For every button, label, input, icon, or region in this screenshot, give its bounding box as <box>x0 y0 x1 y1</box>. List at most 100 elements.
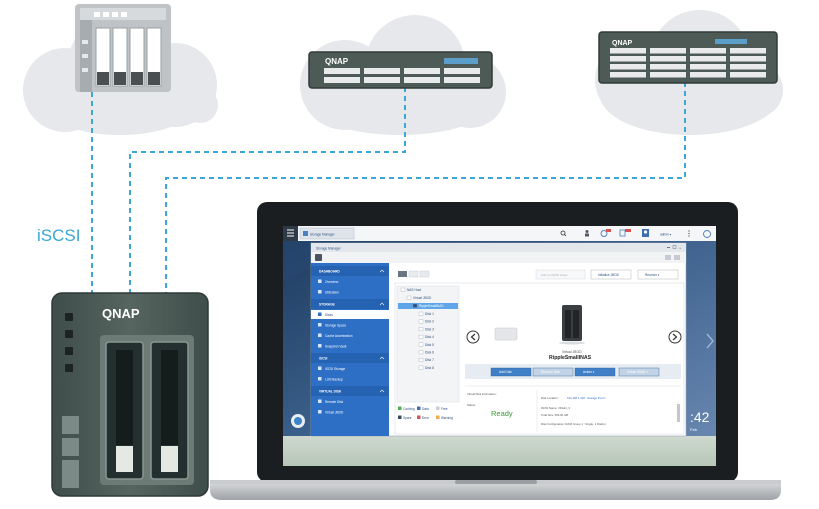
rack-middle-logo: QNAP <box>325 57 349 66</box>
action-button[interactable]: Virtual JBOD ▾ <box>618 367 660 377</box>
desktop-nas-logo: QNAP <box>102 306 140 321</box>
tree-item[interactable]: Disk 5 <box>418 342 434 347</box>
tree-item[interactable]: Disk 2 <box>418 319 434 324</box>
toolbar-button-label: Recover ▾ <box>645 273 660 277</box>
sidebar-item[interactable]: Storage Space <box>318 323 346 328</box>
tree-item-label: Disk 4 <box>425 335 434 339</box>
tree-item-label: Disk 1 <box>425 312 434 316</box>
legend-item: Spare <box>398 415 412 420</box>
help-icon[interactable] <box>674 255 680 260</box>
refresh-icon[interactable] <box>665 255 671 260</box>
desktop-next-arrow[interactable] <box>706 333 714 349</box>
iscsi-name: iSCSI Name: VDisk1_3 <box>541 406 570 410</box>
action-button[interactable]: Remove Disk <box>532 367 574 377</box>
rack-bay <box>730 56 766 62</box>
nav-prev-button[interactable] <box>466 330 480 344</box>
sidebar-item-icon <box>318 344 322 348</box>
sidebar-item[interactable]: Remote Disk <box>318 399 344 405</box>
tree-item[interactable]: NAS Host <box>400 287 421 292</box>
nav-next-button[interactable] <box>668 330 682 344</box>
action-button[interactable]: Add Disk <box>490 367 532 377</box>
tree-item[interactable]: Disk 6 <box>418 350 434 355</box>
sidebar-section[interactable]: STORAGE <box>311 299 389 309</box>
user-avatar-icon[interactable] <box>642 229 649 237</box>
qnap-logo-icon[interactable] <box>291 414 305 428</box>
legend-swatch <box>398 406 402 410</box>
tree-item-label: Disk 7 <box>425 358 434 362</box>
legend-item: Caching <box>398 406 415 411</box>
sidebar-item[interactable]: Virtual JBOD <box>318 410 344 415</box>
tree-node-icon <box>406 295 412 300</box>
tower-nas <box>75 4 171 92</box>
tree-item-label: Disk 3 <box>425 327 434 331</box>
sidebar-section-label: iSCSI <box>319 357 327 361</box>
sidebar-item[interactable]: Utilization <box>318 290 339 295</box>
notification-icon[interactable] <box>600 229 611 237</box>
legend-label: Spare <box>403 416 412 420</box>
sidebar-item-label: Utilization <box>325 291 339 295</box>
sidebar-section[interactable]: iSCSI <box>311 353 389 363</box>
sidebar-item[interactable]: Overview <box>318 279 339 285</box>
rack-bay <box>730 48 766 54</box>
tree-node-icon <box>418 350 424 355</box>
tree-item[interactable]: Disk 1 <box>418 311 434 316</box>
taskbar-user[interactable]: admin ▾ <box>660 233 672 237</box>
rack-bay <box>690 64 726 70</box>
toolbar-button[interactable]: Initialize JBOD <box>590 269 632 280</box>
tree-item-label: Virtual JBOD <box>413 296 432 300</box>
rack-bay <box>650 72 686 78</box>
tree-node-icon <box>412 303 418 308</box>
action-button-label: Add Disk <box>499 370 512 374</box>
legend-swatch <box>398 415 402 419</box>
device-name: RippleSmallINAS <box>549 355 592 361</box>
disk-location-link[interactable]: 192.168.1.100 : Storage Pool 1 <box>567 396 606 400</box>
action-button[interactable]: Action ▾ <box>574 367 616 377</box>
sidebar-item[interactable]: iSCSI Storage <box>318 366 345 372</box>
sidebar-section[interactable]: VIRTUAL DISK <box>311 386 389 396</box>
tree-node-icon <box>418 334 424 339</box>
tree-item[interactable]: RippleSmallINAS <box>398 303 458 309</box>
sidebar-item[interactable]: Disks <box>311 310 389 319</box>
sidebar-item-label: Snapshot Vault <box>325 345 346 349</box>
taskbar-tab-storage-manager[interactable]: Storage Manager <box>299 227 355 240</box>
window-controls[interactable]: × <box>667 245 682 251</box>
event-icon[interactable] <box>619 229 631 237</box>
info-scrollbar[interactable] <box>677 404 680 422</box>
protocol-label: iSCSI <box>37 226 80 245</box>
sidebar-section[interactable]: DASHBOARD <box>311 266 389 276</box>
dashboard-icon[interactable] <box>703 230 711 238</box>
action-button-label: Action ▾ <box>583 370 595 374</box>
sidebar-item-label: Remote Disk <box>325 400 344 404</box>
rack-bay <box>324 68 360 74</box>
tree-item[interactable]: Disk 8 <box>418 365 434 370</box>
search-icon[interactable] <box>560 230 567 237</box>
rack-bay <box>650 56 686 62</box>
tree-node-icon <box>418 342 424 347</box>
chevron-up-icon <box>379 389 385 393</box>
rack-bay <box>324 77 360 83</box>
tree-item[interactable]: Disk 3 <box>418 327 434 331</box>
tree-item[interactable]: Disk 4 <box>418 334 434 339</box>
rack-bay <box>690 48 726 54</box>
sidebar-item[interactable]: Cache Acceleration <box>318 333 353 339</box>
hamburger-icon[interactable] <box>287 229 294 237</box>
user-group-icon[interactable] <box>585 230 589 237</box>
rack-bay <box>444 68 480 74</box>
legend-item: Warning <box>436 415 453 420</box>
more-options-icon[interactable] <box>688 230 690 237</box>
sidebar-item-label: Virtual JBOD <box>325 411 344 415</box>
chevron-up-icon <box>379 269 385 273</box>
tree-node-icon <box>418 319 424 324</box>
view-toggle[interactable] <box>398 270 430 278</box>
sidebar-item[interactable]: LUN Backup <box>318 377 343 382</box>
tree-node-icon <box>418 358 424 362</box>
sidebar-section-label: DASHBOARD <box>319 270 340 274</box>
tree-item[interactable]: Disk 7 <box>418 358 434 362</box>
tree-item[interactable]: Virtual JBOD <box>406 295 432 300</box>
add-iscsi-target-button[interactable]: Add an iSCSI target <box>535 269 586 280</box>
legend-label: Free <box>441 407 448 411</box>
toolbar-button[interactable]: Recover ▾ <box>637 269 679 280</box>
legend-label: Error <box>422 416 430 420</box>
sidebar-item[interactable]: Snapshot Vault <box>318 344 346 349</box>
